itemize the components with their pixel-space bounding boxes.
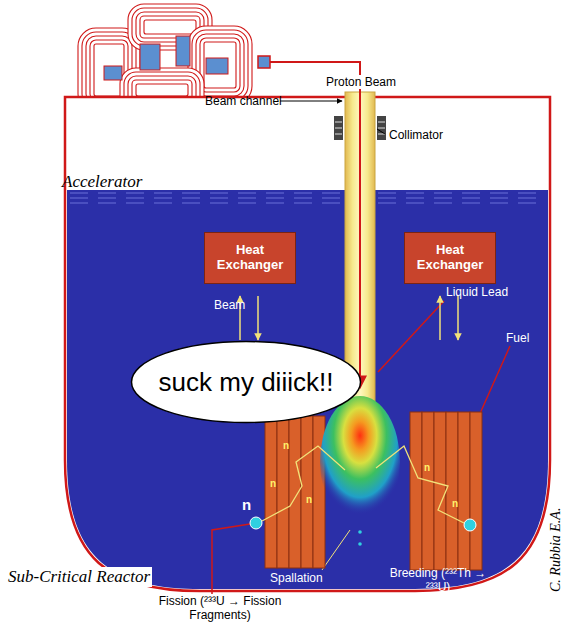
spallation-plume <box>320 396 400 528</box>
node-text: suck my diiick!! <box>159 367 334 398</box>
leader-line <box>322 530 350 570</box>
part-label: Accelerator <box>62 172 142 192</box>
fission-nucleus <box>250 517 262 529</box>
ripple <box>70 198 546 199</box>
neutron-symbol: n <box>283 440 289 452</box>
neutron-symbol: n <box>242 496 251 514</box>
ripple <box>70 203 546 204</box>
flow-arrows <box>240 296 458 340</box>
part-label: Fission (²³³U → Fission Fragments) <box>140 594 300 623</box>
section-title: Sub-Critical Reactor <box>6 567 152 587</box>
coil-winding <box>204 42 236 88</box>
fuel-rod <box>446 412 458 570</box>
collimator-block <box>377 116 386 140</box>
reactor-vessel <box>65 97 550 591</box>
fuel-rod <box>301 416 313 568</box>
heat-exchanger-box: Heat Exchanger <box>404 232 496 284</box>
fuel-rod <box>470 412 482 570</box>
neutron-symbol: n <box>452 498 458 510</box>
magnet-yoke <box>140 44 160 70</box>
part-label: Proton Beam <box>324 75 398 89</box>
coil-winding <box>200 38 240 92</box>
leader-line <box>280 101 342 102</box>
particle <box>358 530 362 534</box>
node-text: Heat Exchanger <box>205 243 295 273</box>
bubble-ellipse <box>132 342 361 423</box>
fuel-rod <box>458 412 470 570</box>
collimator-block <box>334 116 343 140</box>
beam-port <box>258 56 270 68</box>
coil-winding <box>144 20 196 34</box>
part-label: Collimator <box>389 128 443 142</box>
liquid-lead <box>67 190 548 589</box>
breeding-nucleus <box>464 519 476 531</box>
leader-line <box>378 301 444 372</box>
author-credit: C. Rubbia E.A. <box>548 508 565 592</box>
magnet-yoke <box>104 66 122 80</box>
magnet-yoke <box>206 58 228 74</box>
leader-line <box>212 524 250 594</box>
particle <box>358 542 362 546</box>
ripple <box>70 193 546 194</box>
fuel-rod <box>277 416 289 568</box>
part-label: Liquid Lead <box>446 285 508 299</box>
proton-beam-arrow <box>359 88 361 388</box>
neutron-path <box>376 446 464 523</box>
leader-line <box>478 346 510 418</box>
coil-winding <box>136 84 188 96</box>
fuel-rod <box>410 412 422 570</box>
collimator-stripes <box>335 122 385 134</box>
fuel-rod <box>422 412 434 570</box>
liquid-surface <box>70 193 546 203</box>
leader-line <box>377 129 385 134</box>
speech-bubble: suck my diiick!! <box>130 340 362 424</box>
fuel-rod <box>265 416 277 568</box>
neutron-symbol: n <box>306 494 312 506</box>
magnet-yoke <box>176 36 190 66</box>
fuel-rod <box>289 416 301 568</box>
node-text: Heat Exchanger <box>405 243 495 273</box>
neutron-path <box>262 446 345 521</box>
fuel-rod <box>434 412 446 570</box>
neutron-symbol: n <box>424 462 430 474</box>
part-label: Fuel <box>506 331 529 345</box>
part-label: Beam channel <box>205 94 282 108</box>
part-label: Beam <box>214 298 245 312</box>
neutron-symbol: n <box>270 478 276 490</box>
heat-exchanger-box: Heat Exchanger <box>204 232 296 284</box>
part-label: Breeding (²³²Th → ²³³U) <box>384 566 492 595</box>
part-label: Spallation <box>270 571 323 585</box>
